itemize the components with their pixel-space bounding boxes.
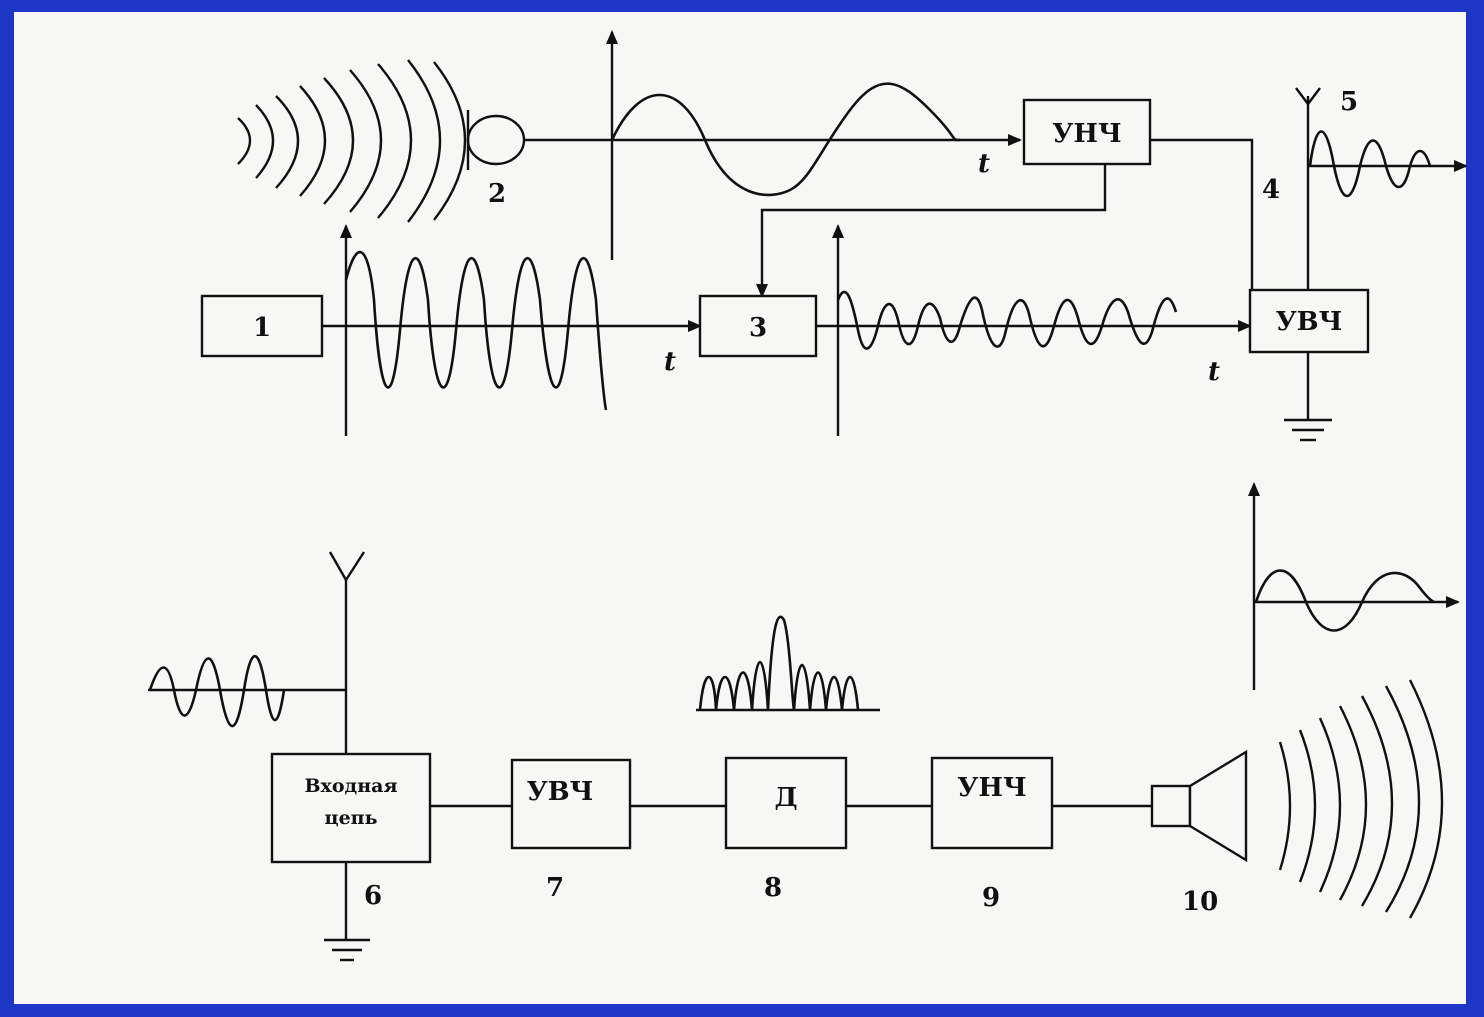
block-uvch-rx-label: УВЧ [527, 777, 594, 807]
block-3 [698, 294, 818, 358]
rx-incoming-waveform [148, 654, 286, 728]
label-5: 5 [1340, 87, 1358, 117]
t-label-modulated: t [1208, 357, 1220, 387]
block-3-label: 3 [749, 313, 767, 343]
block-input-circuit [270, 752, 432, 864]
label-7: 7 [546, 873, 564, 903]
speaker-icon [1150, 749, 1248, 863]
block-unch-rx-label: УНЧ [957, 773, 1026, 803]
rx-ground-icon [324, 862, 370, 962]
label-4: 4 [1262, 175, 1280, 205]
t-label-audio: t [978, 149, 990, 179]
rx-antenna-icon [328, 551, 366, 581]
sound-waves-receiver [1278, 679, 1444, 919]
label-2: 2 [488, 179, 506, 209]
block-uvch-rx [510, 758, 632, 850]
block-detector [724, 756, 848, 850]
label-6: 6 [364, 881, 382, 911]
tx-ground-icon [1284, 352, 1332, 442]
block-unch-rx [930, 756, 1054, 850]
carrier-waveform [344, 250, 608, 411]
block-unch-tx-label: УНЧ [1052, 119, 1121, 149]
audio-waveform [610, 82, 961, 197]
output-waveform [1254, 569, 1435, 632]
sound-waves-transmitter [237, 59, 467, 223]
label-10: 10 [1182, 887, 1218, 917]
block-input-line1: Входная [305, 775, 398, 797]
modulated-waveform [836, 290, 1178, 350]
detected-waveform [698, 615, 860, 711]
block-unch-tx [1022, 98, 1152, 166]
modulation-line [756, 164, 1107, 298]
microphone-icon [466, 110, 526, 170]
label-9: 9 [982, 883, 1000, 913]
block-input-line2: цепь [325, 807, 378, 829]
unch-to-uvch-line [1150, 138, 1254, 290]
block-uvch-tx [1248, 288, 1370, 354]
block-1 [200, 294, 324, 358]
tx-antenna-icon [1295, 87, 1321, 105]
block-detector-label: Д [774, 783, 797, 813]
label-8: 8 [764, 873, 782, 903]
tx-radiated-waveform [1308, 130, 1432, 198]
block-1-label: 1 [253, 313, 271, 343]
t-label-carrier: t [664, 347, 676, 377]
block-uvch-tx-label: УВЧ [1276, 307, 1343, 337]
